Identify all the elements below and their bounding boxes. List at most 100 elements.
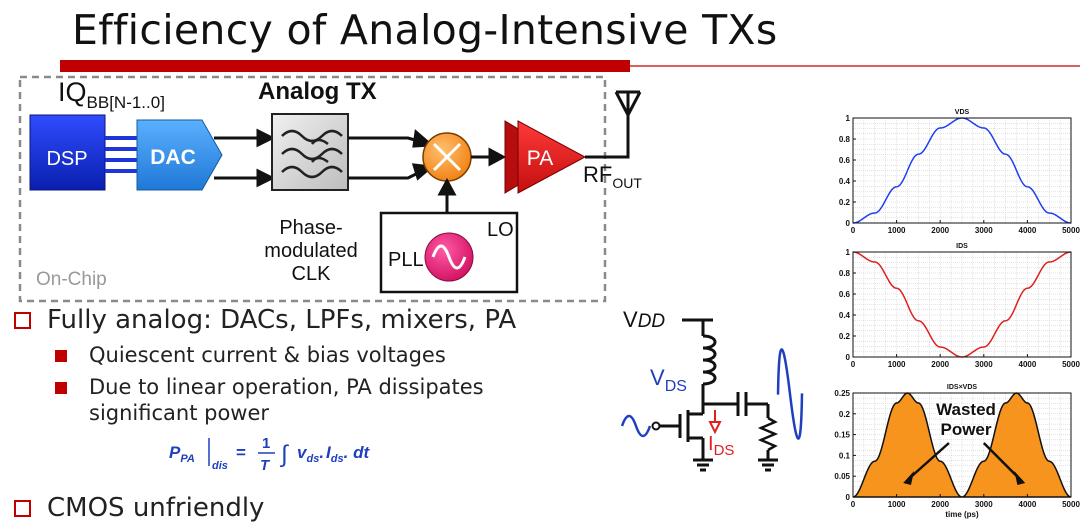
load-resistor-icon — [757, 416, 779, 452]
chart-2-xlabel: time (ps) — [945, 510, 979, 519]
bullet-2-text: CMOS unfriendly — [47, 493, 265, 523]
bullet-1-sub-2-line-1: Due to linear operation, PA dissipates — [89, 375, 484, 399]
svg-text:∫: ∫ — [279, 441, 289, 468]
chart-2-ytick-label: 0 — [846, 493, 851, 502]
svg-text:PPA: PPA — [169, 443, 195, 465]
chart-0-xtick-label: 5000 — [1062, 226, 1080, 235]
input-sine-icon — [620, 414, 652, 438]
on-chip-label: On-Chip — [36, 269, 107, 290]
dac-lpf-arrows — [214, 128, 276, 188]
chart-1-xtick-label: 3000 — [975, 360, 993, 369]
bullet-1-sub-2: Due to linear operation, PA dissipates — [55, 375, 484, 399]
chart-2-xtick-label: 3000 — [975, 500, 993, 509]
pa-label: PA — [527, 147, 553, 170]
chart-1-ytick-label: 0.8 — [839, 269, 851, 278]
chart-2-ytick-label: 0.25 — [834, 389, 850, 398]
bullet-1-sub-1-text: Quiescent current & bias voltages — [89, 343, 446, 367]
chart-2-frame — [852, 392, 1072, 498]
dac-block — [136, 119, 223, 191]
chart-1-ytick-label: 0 — [846, 353, 851, 362]
vds-label: VDS — [650, 365, 687, 395]
output-sine-icon — [776, 348, 804, 440]
bullet-2: CMOS unfriendly — [14, 493, 264, 523]
slide-title: Efficiency of Analog-Intensive TXs — [72, 6, 778, 54]
chart-2-xtick-label: 1000 — [888, 500, 906, 509]
mixer-pa-arrow — [471, 147, 507, 167]
clk-line-2: modulated — [264, 240, 357, 262]
dsp-label: DSP — [46, 148, 87, 170]
chart-2-ytick-label: 0.2 — [839, 410, 851, 419]
power-dissipation-equation: PPA dis = 1 T ∫ vds.Ids. dt — [169, 435, 370, 474]
chart-2-title: IDS×VDS — [947, 384, 977, 391]
annotation-arrow-left — [908, 442, 950, 479]
dsp-block — [29, 114, 106, 191]
ground-icon — [693, 458, 713, 472]
svg-text:vds.Ids. dt: vds.Ids. dt — [297, 443, 370, 465]
lo-mixer-arrow — [437, 177, 457, 213]
arrowhead-icon — [903, 471, 915, 485]
lpf-wave-icon — [281, 129, 343, 179]
chart-0-ytick-label: 0.4 — [839, 177, 851, 186]
sub-bullet-icon — [55, 350, 67, 362]
sine-wave-icon — [431, 244, 467, 270]
ground-icon — [758, 458, 778, 472]
analog-tx-block-diagram: On-Chip IQBB[N-1..0] Analog TX DSP DAC — [18, 75, 642, 303]
chart-0-ytick-label: 0.2 — [839, 198, 851, 207]
analog-tx-label: Analog TX — [258, 78, 377, 105]
chart-2-annotation-line-1: Wasted — [936, 400, 996, 419]
annotation-arrow-right — [982, 442, 1020, 479]
svg-text:1: 1 — [262, 435, 270, 452]
svg-text:=: = — [236, 443, 246, 462]
bullet-1-sub-2-line-2: significant power — [89, 401, 270, 425]
chart-0-ytick-label: 0 — [846, 219, 851, 228]
pll-label: PLL — [388, 249, 424, 271]
rf-out-label: RFOUT — [583, 162, 642, 191]
chart-0-xtick-label: 0 — [851, 226, 856, 235]
lo-label: LO — [487, 219, 514, 241]
chart-0-xtick-label: 2000 — [931, 226, 949, 235]
clk-line-1: Phase- — [279, 217, 342, 239]
rf-output-line — [585, 115, 630, 159]
sub-bullet-icon — [55, 382, 67, 394]
inductor-icon — [702, 334, 717, 386]
pa-transistor-circuit: VDD VDS IDS — [620, 307, 804, 472]
chart-0-frame — [852, 117, 1072, 224]
on-chip-boundary — [18, 75, 607, 303]
chart-1-ytick-label: 1 — [846, 248, 851, 257]
lpf-mixer-arrows — [348, 129, 435, 181]
chart-2-xtick-label: 2000 — [931, 500, 949, 509]
vdd-label: VDD — [623, 307, 665, 332]
bullet-1-text: Fully analog: DACs, LPFs, mixers, PA — [47, 305, 517, 335]
title-underline — [60, 60, 1080, 72]
chart-1-ytick-label: 0.4 — [839, 311, 851, 320]
chart-1-title: IDS — [956, 243, 968, 250]
chart-2-annotation-line-2: Power — [940, 420, 991, 439]
chart-1-xtick-label: 2000 — [931, 360, 949, 369]
bullet-1: Fully analog: DACs, LPFs, mixers, PA — [14, 305, 516, 335]
chart-0-ytick-label: 0.8 — [839, 135, 851, 144]
chart-1-xtick-label: 5000 — [1062, 360, 1080, 369]
antenna-icon — [614, 90, 642, 116]
svg-text:dis: dis — [212, 460, 228, 472]
bullet-box-icon — [14, 312, 31, 329]
chart-2-ytick-label: 0.05 — [834, 472, 850, 481]
chart-1-ytick-label: 0.2 — [839, 332, 851, 341]
chart-1-xtick-label: 4000 — [1019, 360, 1037, 369]
chart-1-xtick-label: 0 — [851, 360, 856, 369]
bullet-box-icon — [14, 500, 31, 517]
arrowhead-icon — [1014, 471, 1026, 485]
chart-0-ytick-label: 1 — [846, 114, 851, 123]
chart-0-xtick-label: 3000 — [975, 226, 993, 235]
svg-text:T: T — [260, 457, 271, 474]
chart-1-xtick-label: 1000 — [888, 360, 906, 369]
capacitor-icon — [736, 392, 748, 416]
ids-label: IDS — [708, 433, 734, 459]
dac-label: DAC — [150, 146, 196, 169]
chart-1-frame — [852, 251, 1072, 358]
chart-0-xtick-label: 4000 — [1019, 226, 1037, 235]
chart-2-xtick-label: 4000 — [1019, 500, 1037, 509]
chart-0-title: VDS — [955, 109, 970, 116]
mixer-x-icon — [432, 142, 462, 172]
iq-baseband-label: IQBB[N-1..0] — [58, 77, 165, 112]
